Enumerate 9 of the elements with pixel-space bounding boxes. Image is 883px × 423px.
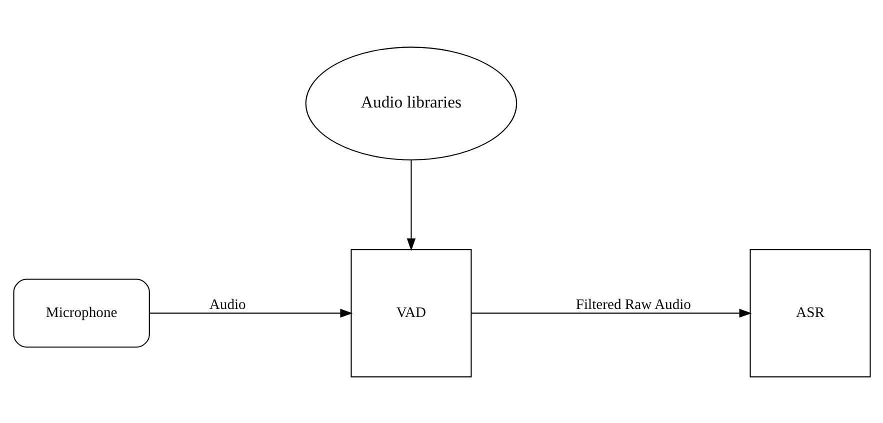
arrow (406, 159, 416, 250)
arrow (470, 308, 752, 318)
node-box: VAD (350, 248, 472, 377)
edge-label: Audio (208, 296, 246, 313)
node-ellipse: Audio libraries (304, 46, 517, 160)
node-box: Microphone (12, 278, 150, 348)
arrow (149, 308, 352, 318)
edge-label: Filtered Raw Audio (575, 296, 690, 313)
node-box: ASR (749, 248, 870, 377)
